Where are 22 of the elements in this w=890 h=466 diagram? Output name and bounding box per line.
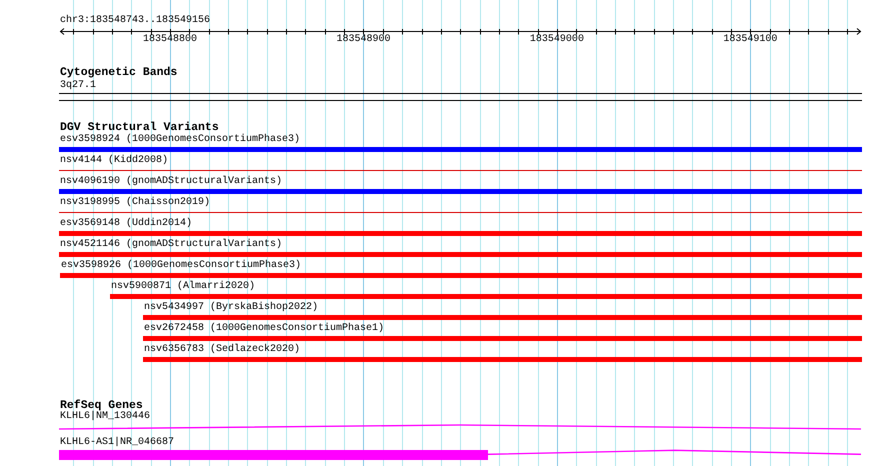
track-heading: RefSeq Genes — [60, 400, 143, 412]
coordinate-label: 183549000 — [530, 34, 584, 46]
variant-line: nsv3198995 (Chaisson2019) — [59, 197, 862, 213]
track-heading: Cytogenetic Bands — [60, 67, 178, 79]
variant-bar: esv3569148 (Uddin2014) — [59, 218, 862, 236]
variant-line: nsv4144 (Kidd2008) — [59, 155, 862, 171]
coordinate-label: 183549100 — [723, 34, 778, 46]
variant-bar: esv2672458 (1000GenomesConsortiumPhase1) — [143, 323, 862, 341]
gene-model: KLHL6|NM_130446 — [59, 411, 862, 431]
variant-bar: nsv5900871 (Almarri2020) — [110, 281, 862, 299]
track-heading: DGV Structural Variants — [60, 122, 219, 134]
variant-bar: nsv4096190 (gnomADStructuralVariants) — [59, 176, 862, 194]
cytoband: 3q27.1 — [59, 80, 862, 101]
coordinate-label: 183548800 — [143, 34, 197, 46]
coordinate-label: 183548900 — [336, 34, 390, 46]
variant-bar: nsv5434997 (ByrskaBishop2022) — [143, 302, 862, 320]
variant-bar: nsv6356783 (Sedlazeck2020) — [143, 344, 862, 362]
variant-bar: esv3598926 (1000GenomesConsortiumPhase3) — [60, 260, 862, 278]
location-label: chr3:183548743..183549156 — [60, 15, 210, 27]
gene-model: KLHL6-AS1|NR_046687 — [59, 437, 862, 461]
variant-bar: nsv4521146 (gnomADStructuralVariants) — [59, 239, 862, 257]
variant-bar: esv3598924 (1000GenomesConsortiumPhase3) — [59, 134, 862, 152]
